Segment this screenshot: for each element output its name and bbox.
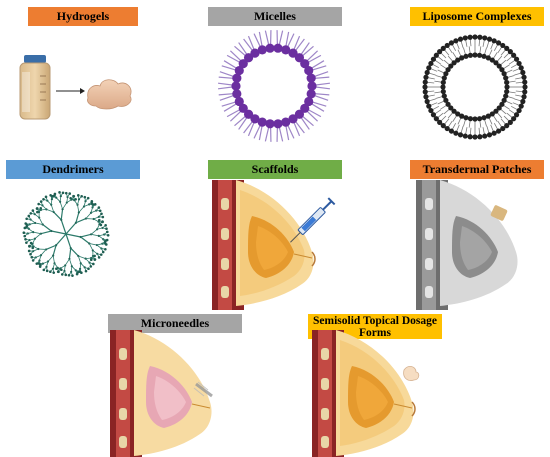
liposome-icon bbox=[422, 34, 528, 140]
breast-scaffold-icon bbox=[211, 179, 316, 311]
label-hydrogels: Hydrogels bbox=[28, 7, 138, 26]
arrow-icon bbox=[56, 88, 85, 94]
label-liposome-complexes: Liposome Complexes bbox=[410, 7, 544, 26]
breast-transdermal-icon bbox=[416, 180, 518, 310]
label-microneedles: Microneedles bbox=[108, 314, 242, 333]
breast-semisolid-icon bbox=[311, 329, 420, 457]
label-transdermal-patches: Transdermal Patches bbox=[410, 160, 544, 179]
label-scaffolds: Scaffolds bbox=[208, 160, 342, 179]
dendrimer-icon bbox=[22, 191, 110, 277]
label-micelles: Micelles bbox=[208, 7, 342, 26]
syringe-icon bbox=[290, 197, 336, 243]
hydrogel-blob-icon bbox=[87, 79, 132, 110]
hydrogel-jar-icon bbox=[19, 55, 51, 120]
micelle-icon bbox=[217, 30, 331, 142]
label-dendrimers: Dendrimers bbox=[6, 160, 140, 179]
breast-microneedle-icon bbox=[109, 329, 213, 457]
